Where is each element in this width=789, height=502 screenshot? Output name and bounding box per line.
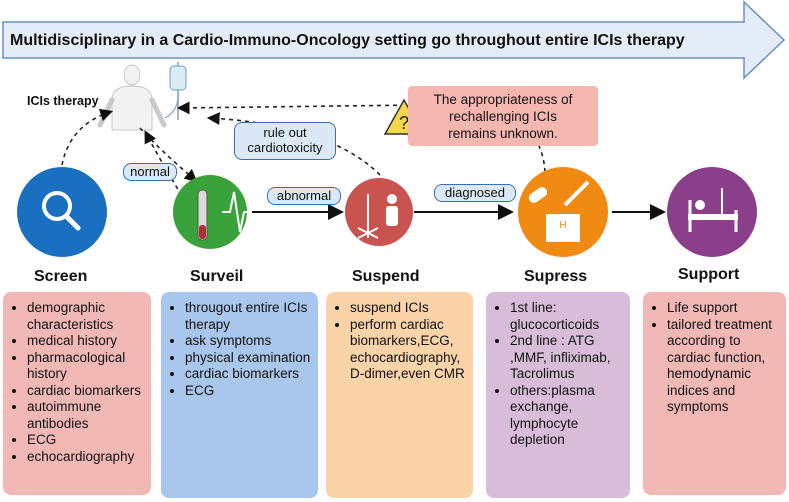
rule-out-label: rule out cardiotoxicity <box>234 122 336 160</box>
iv-bag-icon <box>164 62 187 120</box>
patient-figure-icon <box>97 64 167 131</box>
abnormal-label: abnormal <box>267 187 341 205</box>
screen-card: demographic characteristics medical hist… <box>3 292 151 495</box>
warning-line-1: The appropriateness of <box>433 92 573 107</box>
banner-title: Multidisciplinary in a Cardio-Immuno-Onc… <box>10 32 685 49</box>
rechallenge-warning: The appropriateness of rechallenging ICI… <box>408 86 598 146</box>
suspend-circle <box>345 178 413 246</box>
rule-out-line-2: cardiotoxicity <box>247 140 323 155</box>
support-item: Life support <box>667 300 782 317</box>
diagnosed-label: diagnosed <box>434 184 516 202</box>
stage-title-screen: Screen <box>34 268 88 285</box>
screen-to-ici-arrow <box>61 108 114 166</box>
surveil-item: physical examination <box>185 350 314 367</box>
supress-circle: H <box>518 167 608 257</box>
suspend-card: suspend ICIs perform cardiac biomarkers,… <box>326 292 473 498</box>
support-item: tailored treatment according to cardiac … <box>667 317 782 416</box>
screen-item: autoimmune antibodies <box>27 399 147 432</box>
surveil-circle <box>173 175 252 249</box>
surveil-item: througout entire ICIs therapy <box>185 300 314 333</box>
screen-circle <box>17 167 107 257</box>
stage-title-support: Support <box>678 266 740 283</box>
warning-line-2: rechallenging ICIs <box>448 109 558 124</box>
suspend-item: suspend ICIs <box>350 300 469 317</box>
supress-card: 1st line: glucocorticoids 2nd line : ATG… <box>486 292 630 498</box>
screen-item: cardiac biomarkers <box>27 383 147 400</box>
screen-item: echocardiography <box>27 449 147 466</box>
ici-to-surveil-arrow <box>139 127 198 183</box>
screen-item: pharmacological history <box>27 350 147 383</box>
supress-item: 2nd line : ATG ,MMF, infliximab, Tacroli… <box>510 333 626 383</box>
surveil-card: througout entire ICIs therapy ask sympto… <box>161 292 318 498</box>
ici-therapy-label: ICIs therapy <box>27 94 99 108</box>
surveil-item: cardiac biomarkers <box>185 366 314 383</box>
surveil-normal-return-arrow <box>144 130 183 197</box>
screen-item: ECG <box>27 432 147 449</box>
banner-arrow <box>2 0 786 80</box>
stage-title-surveil: Surveil <box>190 268 244 285</box>
suspend-item: perform cardiac biomarkers,ECG, echocard… <box>350 317 469 383</box>
warning-line-3: remains unknown. <box>448 126 558 141</box>
supress-item: others:plasma exchange, lymphocyte deple… <box>510 383 626 449</box>
surveil-item: ask symptoms <box>185 333 314 350</box>
screen-item: demographic characteristics <box>27 300 147 333</box>
support-card: Life support tailored treatment accordin… <box>643 292 786 495</box>
stage-title-suspend: Suspend <box>352 268 420 285</box>
suspend-to-ici-arrow <box>206 112 381 176</box>
rule-out-line-1: rule out <box>263 125 307 140</box>
svg-text:?: ? <box>399 113 409 133</box>
normal-label: normal <box>123 163 177 181</box>
support-circle <box>667 167 757 257</box>
svg-text:H: H <box>559 220 566 231</box>
supress-item: 1st line: glucocorticoids <box>510 300 626 333</box>
screen-item: medical history <box>27 333 147 350</box>
surveil-item: ECG <box>185 383 314 400</box>
stage-title-supress: Supress <box>524 268 588 285</box>
